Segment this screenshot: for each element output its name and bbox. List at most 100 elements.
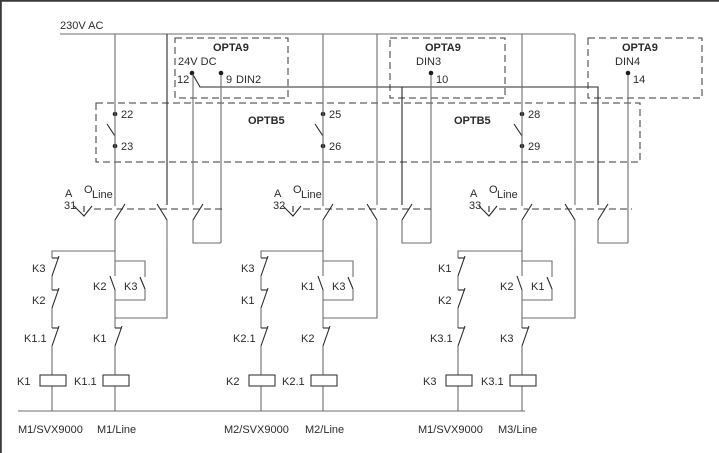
din4-label: DIN4 [615, 56, 640, 68]
parallel-contact-label-2: K3 [332, 281, 345, 293]
coil-icon [248, 374, 276, 387]
relay-terminal-bottom-label: 23 [121, 141, 133, 153]
output-label-line: M1/Line [97, 424, 136, 436]
nc-contact-icon [260, 287, 269, 309]
relay-terminal-bottom-label: 29 [528, 141, 540, 153]
relay-contact-1: 22 23 [106, 109, 133, 153]
right-contact-label: K1 [93, 333, 106, 345]
coil-icon [102, 374, 130, 387]
coil-label-1: K3 [423, 376, 436, 388]
left-contact-label: K2 [438, 295, 451, 307]
terminal-10-label: 10 [436, 74, 448, 86]
selector-pos-a: A [65, 188, 73, 200]
output-label-svx9000: M1/SVX9000 [418, 424, 483, 436]
coil-icon [310, 374, 338, 387]
no-contact-icon [109, 275, 116, 291]
left-contact-label: K3 [241, 263, 254, 275]
output-label-line: M2/Line [305, 424, 344, 436]
selector-pos-line: Line [92, 189, 113, 201]
opta9-title: OPTA9 [622, 42, 658, 54]
left-contact-label: K3 [32, 263, 45, 275]
nc-contact-icon [521, 325, 530, 347]
coil-icon [509, 374, 537, 387]
nc-contact-icon [260, 255, 269, 277]
selector-handle-icon [478, 205, 498, 217]
left-contact-label: K3.1 [430, 333, 453, 345]
din2-label: DIN2 [236, 74, 261, 86]
no-contact-icon [516, 275, 523, 291]
relay-contact-blade [513, 123, 523, 137]
no-contact-icon [347, 276, 354, 290]
nc-contact-icon [260, 325, 269, 347]
relay-contact-3: 28 29 [513, 109, 540, 153]
relay-terminal-bottom-label: 26 [329, 141, 341, 153]
coil-label-2: K1.1 [74, 376, 97, 388]
selector-pos-a: A [274, 188, 282, 200]
relay-terminal-top-label: 25 [329, 109, 341, 121]
coil-label-1: K2 [226, 376, 239, 388]
opta9-title: OPTA9 [425, 42, 461, 54]
nc-contact-icon [457, 325, 466, 347]
selector-handle-icon [73, 205, 93, 217]
selector-pos-o: O [293, 184, 302, 196]
parallel-contact-label-1: K2 [93, 281, 106, 293]
selector-id: 31 [64, 200, 76, 212]
supply-label: 230V AC [60, 20, 103, 32]
nc-contact-icon [51, 325, 60, 347]
wire-24vdc-common [191, 72, 599, 205]
left-contact-label: K2.1 [233, 333, 256, 345]
left-contact-label: K1 [241, 295, 254, 307]
relay-terminal-top-label: 22 [121, 109, 133, 121]
left-contact-label: K2 [32, 295, 45, 307]
selector-pos-o: O [489, 184, 498, 196]
selector-pos-a: A [470, 188, 478, 200]
optb5-box: OPTB5 OPTB5 [95, 102, 641, 163]
coil-icon [39, 374, 67, 387]
parallel-contact-label-1: K2 [500, 281, 513, 293]
nc-contact-icon [322, 325, 331, 347]
selector-pos-line: Line [497, 189, 518, 201]
terminal-9 [218, 70, 224, 76]
output-label-line: M3/Line [498, 424, 537, 436]
selector-id: 32 [273, 200, 285, 212]
opta9-box-3: OPTA9 DIN4 14 [587, 37, 703, 99]
terminal-12-label: 12 [177, 74, 189, 86]
left-contact-label: K1.1 [24, 333, 47, 345]
relay-terminal-top-label: 28 [528, 109, 540, 121]
selector-id: 33 [469, 200, 481, 212]
no-contact-icon [546, 276, 553, 290]
opta9-box-1: OPTA9 24V DC 12 9 DIN2 [174, 37, 289, 99]
terminal-14-label: 14 [633, 74, 645, 86]
nc-contact-icon [114, 325, 123, 347]
nc-contact-icon [457, 255, 466, 277]
relay-contact-blade [314, 123, 324, 137]
left-contact-label: K1 [438, 263, 451, 275]
relay-contact-2: 25 26 [314, 109, 341, 153]
right-contact-label: K3 [500, 333, 513, 345]
optb5-title-1: OPTB5 [248, 115, 285, 127]
nc-contact-icon [51, 287, 60, 309]
opta9-supply-label: 24V DC [178, 56, 217, 68]
no-contact-icon [139, 276, 146, 290]
din3-label: DIN3 [416, 56, 441, 68]
opta9-box-2: OPTA9 DIN3 10 [389, 37, 506, 99]
output-label-svx9000: M1/SVX9000 [18, 424, 83, 436]
no-contact-icon [317, 275, 324, 291]
right-contact-label: K2 [301, 333, 314, 345]
selector-pos-line: Line [301, 189, 322, 201]
relay-contact-blade [106, 123, 116, 137]
parallel-contact-label-2: K3 [124, 281, 137, 293]
optb5-title-2: OPTB5 [454, 115, 491, 127]
coil-icon [445, 374, 473, 387]
coil-label-1: K1 [17, 376, 30, 388]
terminal-9-label: 9 [226, 74, 232, 86]
opta9-title: OPTA9 [213, 42, 249, 54]
terminal-14 [625, 70, 631, 76]
